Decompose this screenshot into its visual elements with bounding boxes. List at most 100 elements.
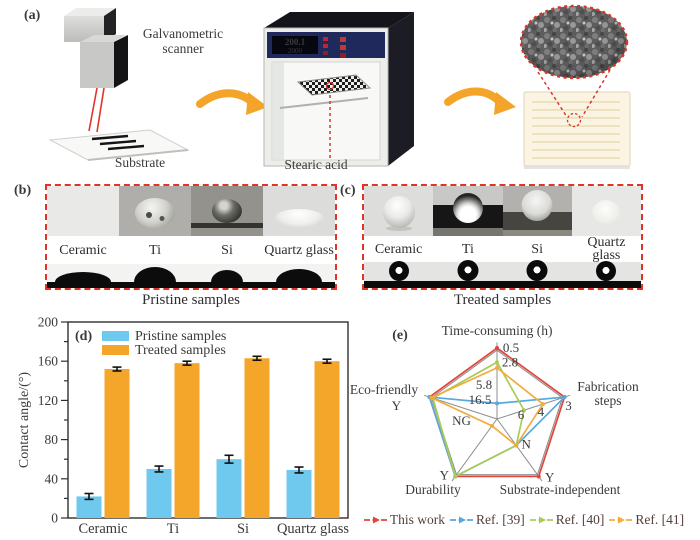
y-tick-label: 0 bbox=[51, 511, 58, 526]
legend-line-marker-icon bbox=[609, 516, 634, 524]
radar-tick-label: 16.5 bbox=[469, 392, 492, 407]
oven-display-temp: 200.1 bbox=[285, 37, 306, 47]
legend-label: Ref. [41] bbox=[635, 512, 685, 527]
radar-series-3 bbox=[429, 366, 545, 447]
radar-axis-label: Time-consuming (h) bbox=[442, 323, 553, 338]
radar-tick-label: 5.8 bbox=[476, 377, 492, 392]
bar-treated-2 bbox=[244, 358, 270, 518]
pristine-droplet-photos bbox=[47, 186, 335, 236]
pristine-caption: Pristine samples bbox=[142, 292, 240, 308]
legend-label: Pristine samples bbox=[135, 329, 226, 344]
scanner-label-line1: Galvanometric bbox=[143, 26, 223, 41]
oven-display bbox=[272, 36, 318, 54]
panel-c-box: Ceramic Ti Si Quartz glass bbox=[362, 184, 643, 290]
photo-ti-treated bbox=[433, 186, 503, 236]
legend-label: Treated samples bbox=[135, 343, 226, 358]
y-tick-label: 120 bbox=[38, 393, 59, 408]
treated-droplet-photos bbox=[364, 186, 641, 236]
photo-si-treated bbox=[502, 186, 572, 236]
legend-swatch bbox=[102, 345, 129, 355]
panel-b-box: Ceramic Ti Si Quartz glass bbox=[45, 184, 337, 290]
radar-tick-label: 2.8 bbox=[502, 355, 518, 370]
category-label: Quartz glass bbox=[277, 521, 349, 537]
legend-item-0: This work bbox=[363, 512, 445, 528]
radar-tick-label: NG bbox=[452, 413, 471, 428]
radar-axis-label: Fabrication bbox=[577, 379, 639, 394]
panel-e-label: (e) bbox=[392, 328, 408, 343]
sample-label: Quartz glass bbox=[587, 235, 626, 263]
photo-ceramic-treated bbox=[364, 186, 434, 236]
radar-tick-label: Y bbox=[545, 469, 555, 484]
bar-pristine-2 bbox=[216, 459, 242, 518]
radar-tick-label: N bbox=[522, 436, 532, 451]
radar-series-0 bbox=[428, 346, 566, 478]
y-tick-label: 200 bbox=[38, 315, 59, 330]
radar-tick-label: 0.5 bbox=[503, 340, 519, 355]
treated-caption: Treated samples bbox=[453, 292, 552, 308]
bar-pristine-3 bbox=[286, 469, 312, 518]
process-arrow-1-icon bbox=[196, 89, 268, 115]
sample-label: Ceramic bbox=[59, 242, 107, 258]
oven-illustration: 200.1 2000 bbox=[263, 12, 414, 167]
photo-quartz-pristine bbox=[263, 186, 335, 236]
scanner-label-line2: scanner bbox=[162, 41, 204, 56]
legend-line-marker-icon bbox=[529, 516, 554, 524]
stearic-acid-label: Stearic acid bbox=[284, 157, 348, 172]
pristine-sideview-strip bbox=[47, 264, 335, 288]
zoom-target-circle bbox=[566, 112, 582, 128]
bar-pristine-1 bbox=[146, 469, 172, 518]
pristine-sample-labels: Ceramic Ti Si Quartz glass bbox=[47, 236, 335, 264]
oven-window bbox=[271, 61, 381, 161]
oven-display-setpoint: 2000 bbox=[288, 47, 303, 55]
legend-label: This work bbox=[389, 512, 445, 527]
legend-line-marker-icon bbox=[363, 516, 388, 524]
photo-si-pristine bbox=[191, 186, 263, 236]
radar-axis-label: Eco-friendly bbox=[350, 382, 418, 397]
sample-label: Quartz glass bbox=[264, 242, 334, 258]
treated-sample-labels: Ceramic Ti Si Quartz glass bbox=[364, 235, 641, 263]
y-tick-label: 80 bbox=[45, 432, 59, 447]
substrate-label: Substrate bbox=[115, 155, 165, 170]
process-schematic: Galvanometric scanner Substrate 200.1 20… bbox=[48, 4, 631, 172]
legend-line-marker-icon bbox=[449, 516, 474, 524]
panel-d-label: (d) bbox=[75, 329, 92, 344]
treated-sideview-strip bbox=[364, 260, 641, 288]
radar-tick-label: Y bbox=[440, 467, 450, 482]
zoom-callout-lines bbox=[537, 69, 611, 118]
bar-treated-0 bbox=[104, 369, 130, 518]
bar-treated-1 bbox=[174, 363, 200, 518]
legend-item-3: Ref. [41] bbox=[609, 512, 684, 528]
bar-pristine-0 bbox=[76, 496, 102, 518]
category-label: Ti bbox=[167, 521, 179, 537]
y-axis-label: Contact angle/(°) bbox=[17, 372, 32, 469]
radar-grid bbox=[430, 349, 564, 476]
sample-label: Ceramic bbox=[374, 241, 423, 257]
legend-swatch bbox=[102, 331, 129, 341]
category-label: Ceramic bbox=[78, 521, 127, 537]
galvo-scanner-illustration bbox=[64, 8, 128, 133]
y-tick-label: 160 bbox=[38, 354, 59, 369]
panel-b-label: (b) bbox=[14, 183, 32, 198]
panel-c-label: (c) bbox=[340, 183, 356, 198]
photo-ti-pristine bbox=[119, 186, 191, 236]
photo-quartz-treated bbox=[571, 186, 641, 236]
radar-tick-label: 6 bbox=[518, 407, 525, 422]
sem-micrograph-blob bbox=[519, 4, 629, 80]
radar-axis-label: Durability bbox=[405, 482, 461, 497]
legend-label: Ref. [39] bbox=[475, 512, 525, 527]
radar-legend: This work Ref. [39] Ref. [40] Ref. [41] bbox=[350, 507, 698, 533]
sample-label: Si bbox=[531, 241, 543, 257]
bar-treated-3 bbox=[314, 361, 340, 518]
legend-item-2: Ref. [40] bbox=[529, 512, 605, 528]
sample-label: Si bbox=[221, 242, 233, 258]
category-label: Si bbox=[237, 521, 249, 537]
legend-item-1: Ref. [39] bbox=[449, 512, 525, 528]
radar-tick-label: 3 bbox=[565, 398, 572, 413]
y-tick-label: 40 bbox=[45, 471, 59, 486]
legend-label: Ref. [40] bbox=[555, 512, 605, 527]
radar-tick-label: Y bbox=[392, 398, 402, 413]
photo-ceramic-pristine bbox=[47, 186, 119, 236]
